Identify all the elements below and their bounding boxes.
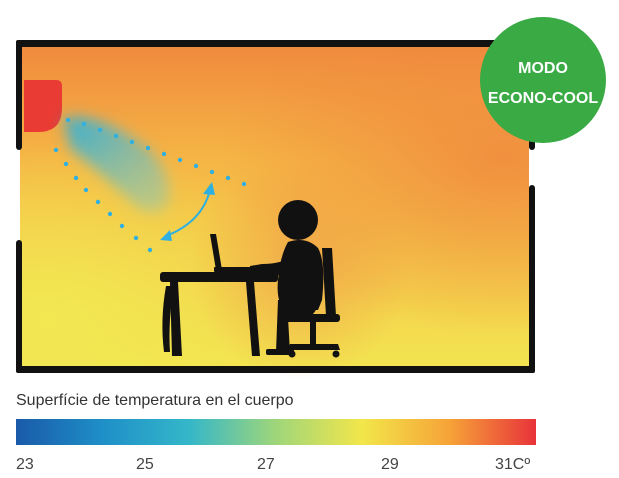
econo-cool-badge: MODO ECONO-COOL [480, 17, 606, 143]
person-head [278, 200, 318, 240]
airflow [53, 117, 247, 253]
airflow-boundary-lower [53, 147, 153, 253]
tick-label: 27 [257, 456, 275, 473]
air-conditioner-unit [24, 80, 62, 132]
temperature-scale-ticks: 23 25 27 29 31Cº [0, 456, 619, 476]
badge-line-2: ECONO-COOL [488, 90, 598, 107]
chair [284, 248, 340, 358]
airflow-cool-stream [64, 117, 170, 213]
legend-caption: Superfície de temperatura en el cuerpo [16, 392, 294, 409]
airflow-boundary-upper [65, 117, 247, 187]
room-temperature-field [20, 46, 529, 380]
room-diagram: MODO ECONO-COOL [16, 17, 606, 380]
tick-label: 25 [136, 456, 154, 473]
person-body [277, 240, 324, 310]
swing-arrow [160, 182, 215, 241]
laptop [210, 234, 258, 272]
desk [160, 272, 278, 282]
badge-line-1: MODO [518, 60, 568, 77]
tick-label: 23 [16, 456, 34, 473]
tick-label: 31Cº [495, 456, 531, 473]
tick-label: 29 [381, 456, 399, 473]
temperature-scale-bar [16, 419, 536, 445]
office-worker [160, 200, 340, 358]
